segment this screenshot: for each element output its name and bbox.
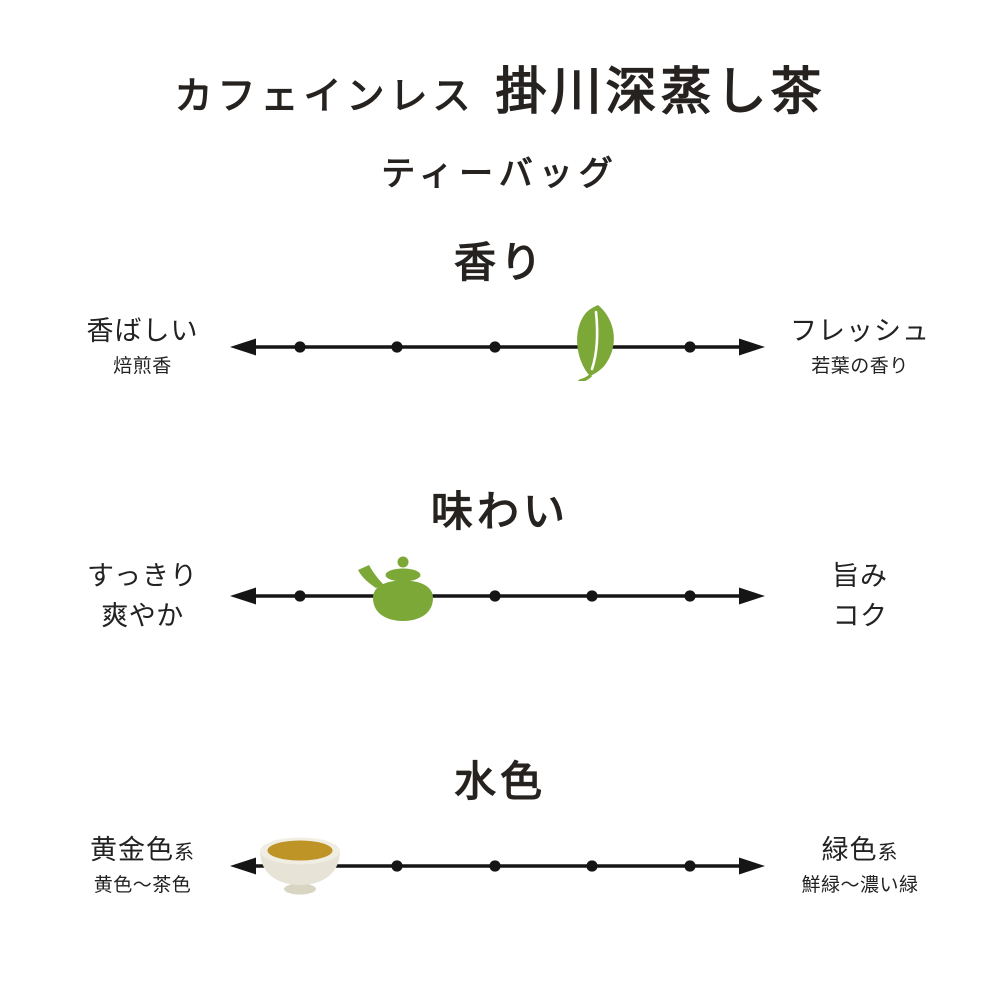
aroma-axis-line — [230, 338, 765, 356]
taste-right-label: 旨み コク — [775, 558, 945, 635]
taste-left-label-sub: 爽やか — [101, 600, 184, 631]
aroma-right-label: フレッシュ 若葉の香り — [775, 313, 945, 381]
aroma-left-label: 香ばしい 焙煎香 — [75, 313, 210, 381]
color-left-label-sub: 黄色〜茶色 — [93, 875, 192, 896]
color-title: 水色 — [453, 760, 546, 806]
taste-right-label-main: 旨み — [832, 560, 888, 591]
teapot-icon — [355, 553, 441, 627]
aroma-track — [230, 303, 765, 391]
color-right-label-main: 緑色系 — [821, 835, 899, 865]
aroma-right-label-main: フレッシュ — [790, 316, 930, 346]
title-main: 掛川深蒸し茶 — [495, 65, 826, 121]
aroma-right-label-sub: 若葉の香り — [811, 356, 909, 377]
color-track — [230, 822, 765, 910]
aroma-left-label-sub: 焙煎香 — [113, 356, 172, 377]
color-right-label: 緑色系 鮮緑〜濃い緑 — [775, 832, 945, 900]
aroma-left-label-main: 香ばしい — [86, 316, 199, 346]
taste-left-label-main: すっきり — [87, 560, 198, 591]
color-left-label: 黄金色系 黄色〜茶色 — [75, 832, 210, 900]
taste-title: 味わい — [430, 490, 569, 536]
taste-axis-line — [230, 587, 765, 605]
teacup-icon — [254, 827, 346, 897]
header: カフェインレス 掛川深蒸し茶 ティーバッグ — [0, 50, 1000, 195]
page-title: カフェインレス 掛川深蒸し茶 — [0, 50, 1000, 124]
taste-left-label: すっきり 爽やか — [75, 558, 210, 635]
taste-scale: すっきり 爽やか — [0, 552, 1000, 640]
aroma-section: 香り 香ばしい 焙煎香 — [0, 243, 1000, 391]
color-left-label-main: 黄金色系 — [90, 835, 195, 865]
subtitle: ティーバッグ — [381, 156, 619, 193]
taste-section: 味わい すっきり 爽やか — [0, 492, 1000, 640]
leaf-icon — [564, 303, 622, 381]
color-scale: 黄金色系 黄色〜茶色 — [0, 822, 1000, 910]
taste-right-label-sub: コク — [832, 600, 888, 631]
color-section: 水色 黄金色系 黄色〜茶色 — [0, 762, 1000, 910]
title-prefix: カフェインレス — [174, 76, 476, 118]
color-right-label-sub: 鮮緑〜濃い緑 — [801, 875, 919, 896]
aroma-scale: 香ばしい 焙煎香 — [0, 303, 1000, 391]
taste-track — [230, 552, 765, 640]
aroma-title: 香り — [453, 241, 546, 287]
